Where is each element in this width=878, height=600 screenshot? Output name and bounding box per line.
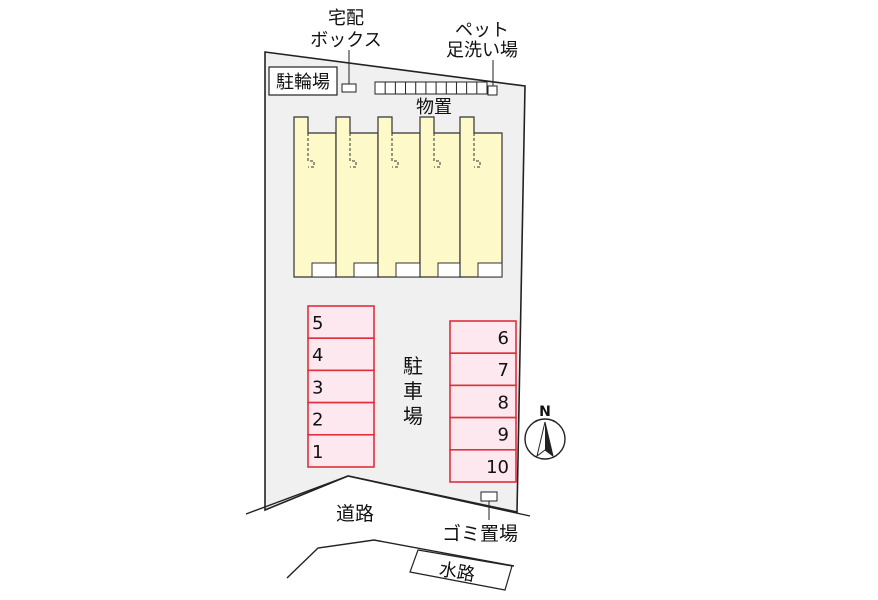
parking-number: 4 — [312, 345, 323, 366]
parking-number: 9 — [498, 425, 509, 446]
delivery-box-label-line1: 宅配 — [328, 8, 364, 29]
parking-number: 7 — [498, 360, 509, 381]
waterway-edge — [286, 539, 515, 579]
parking-space — [307, 337, 375, 372]
road-edge-right — [347, 475, 531, 517]
apartment-unit — [293, 116, 337, 278]
parking-label-char2: 車 — [403, 379, 423, 403]
parking-number: 8 — [498, 392, 509, 413]
pet-wash-label-line1: ペット — [455, 20, 509, 41]
parking-number: 5 — [312, 313, 323, 334]
north-label: N — [539, 404, 551, 420]
parking-space — [449, 448, 517, 483]
pet-wash-label-line2: 足洗い場 — [446, 40, 518, 61]
parking-right-column: 6 7 8 9 10 — [449, 320, 517, 483]
delivery-box-marker — [341, 83, 357, 93]
garbage-label: ゴミ置場 — [442, 523, 518, 545]
parking-number: 10 — [486, 457, 509, 478]
apartment-unit — [459, 116, 503, 278]
road-edge-left — [245, 475, 349, 515]
apartment-unit — [335, 116, 379, 278]
waterway-channel — [409, 549, 513, 591]
parking-number: 2 — [312, 410, 323, 431]
parking-left-column: 5 4 3 2 1 — [307, 305, 375, 468]
parking-label-char1: 駐 — [403, 354, 423, 378]
parking-space — [307, 433, 375, 468]
parking-space — [307, 369, 375, 404]
pet-wash-marker — [487, 85, 498, 96]
road-label: 道路 — [336, 503, 374, 525]
storage-label: 物置 — [416, 97, 452, 118]
north-compass: N — [524, 404, 566, 460]
parking-label-char3: 場 — [403, 404, 423, 428]
parking-number: 3 — [312, 377, 323, 398]
parking-space — [449, 416, 517, 451]
apartment-unit — [419, 116, 463, 278]
delivery-box-label-line2: ボックス — [310, 30, 381, 51]
garbage-marker — [480, 491, 498, 502]
bike-parking-label: 駐輪場 — [276, 72, 330, 93]
apartment-building — [293, 116, 503, 278]
parking-number: 1 — [312, 442, 323, 463]
storage-units — [374, 81, 488, 95]
bike-parking-box — [268, 66, 338, 96]
apartment-unit — [377, 116, 421, 278]
parking-space — [307, 401, 375, 436]
parking-space — [449, 352, 517, 387]
parking-number: 6 — [498, 328, 509, 349]
